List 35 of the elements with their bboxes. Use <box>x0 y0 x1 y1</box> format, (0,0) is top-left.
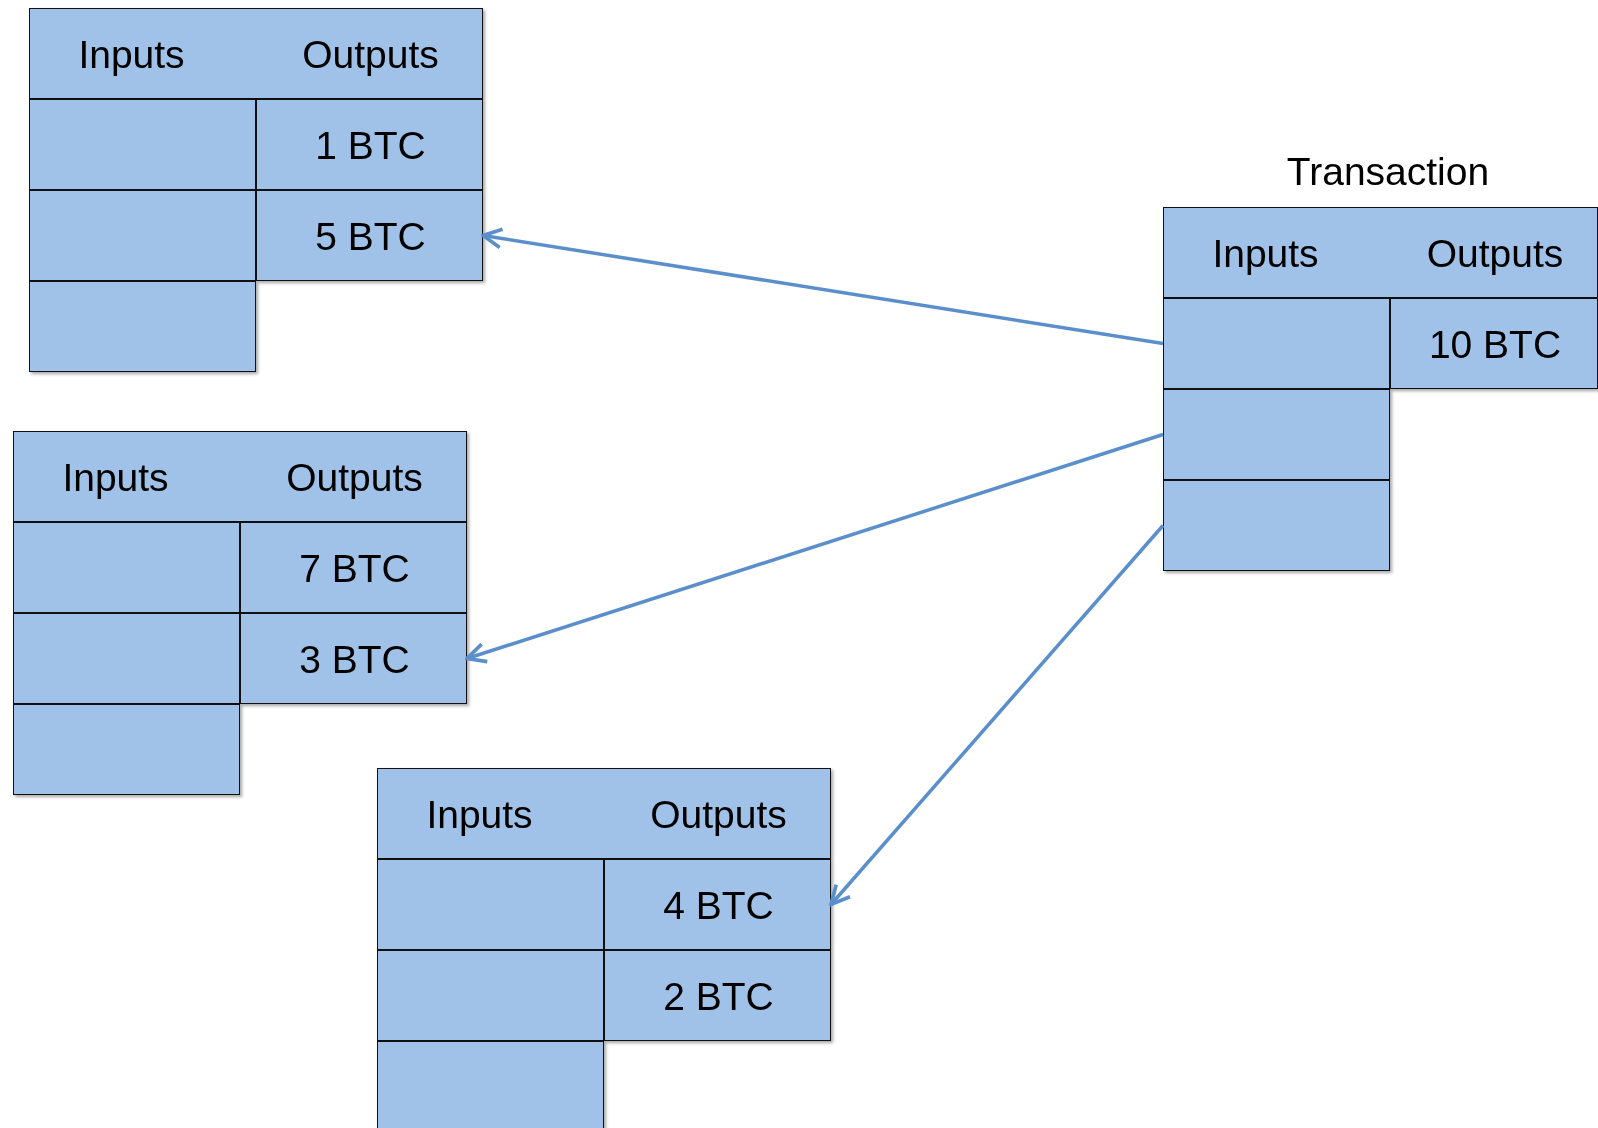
output-cell <box>604 859 831 950</box>
amount-label: 10 BTC <box>1428 322 1562 367</box>
header-row <box>377 768 831 859</box>
column-heading: Inputs <box>62 455 169 500</box>
column-heading: Outputs <box>1426 231 1564 276</box>
table-title: Transaction <box>1286 150 1490 194</box>
output-cell <box>256 99 483 190</box>
amount-label: 3 BTC <box>299 637 410 682</box>
column-heading: Outputs <box>302 32 439 77</box>
empty-cell <box>1163 480 1390 571</box>
output-cell <box>240 613 467 704</box>
header-row <box>1163 207 1598 298</box>
empty-cell <box>1163 389 1390 480</box>
output-cell <box>256 190 483 281</box>
empty-cell <box>13 704 240 795</box>
arrow <box>481 227 1164 346</box>
amount-label: 2 BTC <box>663 974 774 1019</box>
column-heading: Outputs <box>650 792 787 837</box>
amount-label: 1 BTC <box>315 123 426 168</box>
column-heading: Inputs <box>426 792 533 837</box>
amount-label: 5 BTC <box>315 214 426 259</box>
column-heading: Inputs <box>78 32 185 77</box>
empty-cell <box>377 1041 604 1128</box>
arrow <box>829 524 1165 907</box>
column-heading: Outputs <box>286 455 423 500</box>
header-row <box>13 431 467 522</box>
amount-label: 7 BTC <box>299 546 410 591</box>
amount-label: 4 BTC <box>663 883 774 928</box>
arrow <box>465 432 1164 664</box>
output-cell <box>240 522 467 613</box>
column-heading: Inputs <box>1212 231 1319 276</box>
output-cell <box>604 950 831 1041</box>
empty-cell <box>29 281 256 372</box>
output-cell <box>1390 298 1598 389</box>
header-row <box>29 8 483 99</box>
